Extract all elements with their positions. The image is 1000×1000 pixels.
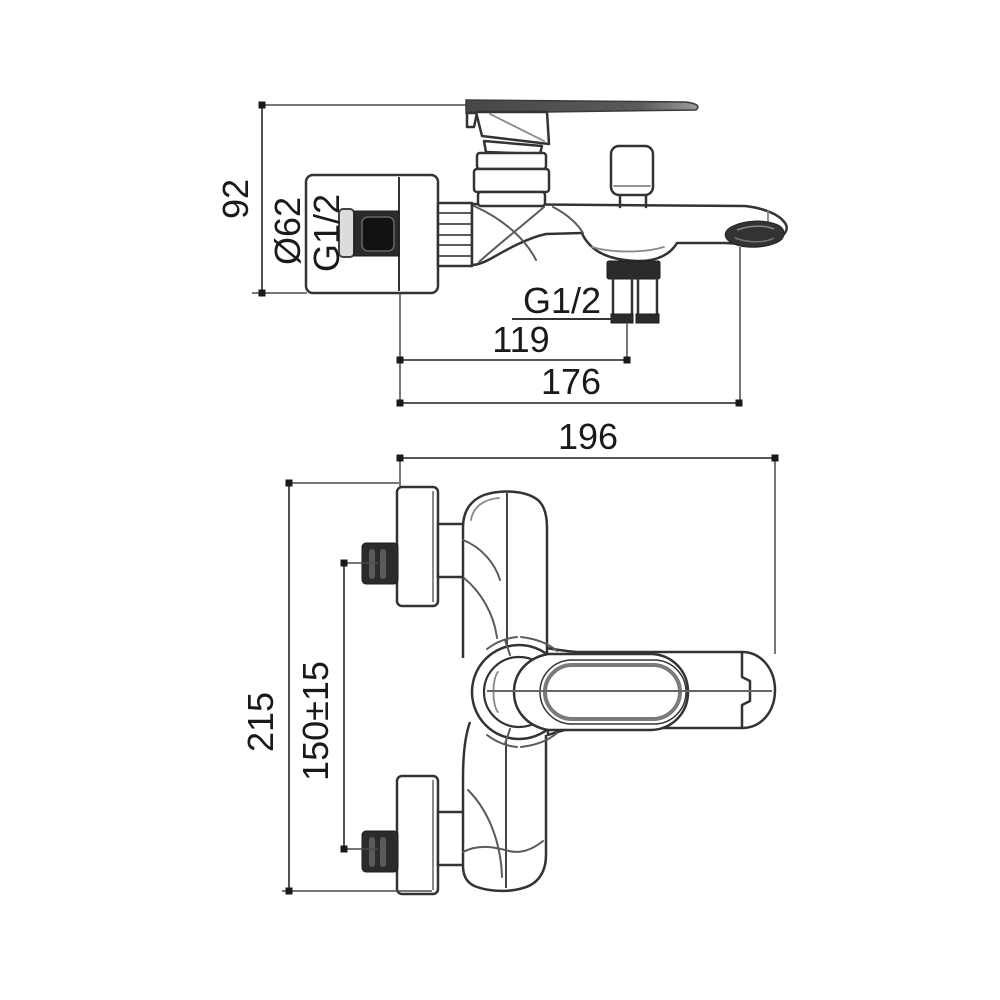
shower-outlet	[606, 260, 661, 324]
diverter-knob	[609, 144, 655, 209]
knurled-nut-bottom	[361, 830, 399, 873]
dim-150-label: 150±15	[295, 661, 336, 781]
dim-215-label: 215	[240, 692, 281, 752]
cartridge-collar-band	[472, 167, 551, 194]
nipple-bottom-plan	[436, 810, 466, 867]
thread-label-inlet: G1/2	[306, 194, 347, 272]
body-shading-curve	[473, 205, 537, 261]
hub-spoke	[504, 639, 511, 656]
supply-connector-side	[338, 208, 400, 258]
side-view-dimensions: 92 Ø62 G1/2 G1/2 119 176	[215, 101, 743, 407]
body-tube-lower	[461, 721, 548, 893]
dim-176-label: 176	[541, 361, 601, 402]
cartridge-collar-base	[476, 190, 547, 208]
hub-spoke	[504, 728, 511, 745]
body-shading-curve	[478, 206, 545, 263]
threaded-nipple-side	[436, 201, 474, 268]
handle-neck	[474, 110, 551, 146]
spout-aerator	[724, 220, 785, 248]
dim-diameter-label: Ø62	[267, 197, 308, 265]
plan-view-dimensions: 196 215 150±15	[240, 416, 779, 895]
lever-blade	[465, 99, 699, 114]
nipple-top-plan	[436, 522, 466, 579]
handle-neck-edge	[489, 113, 545, 142]
thread-label-outlet: G1/2	[523, 280, 601, 321]
wall-plate-bottom	[395, 774, 440, 896]
outlet-bulge-curve	[591, 246, 665, 253]
dim-196-label: 196	[558, 416, 618, 457]
dim-92-label: 92	[215, 179, 256, 219]
lever-end-hook	[465, 111, 479, 129]
dim-119-label: 119	[492, 319, 549, 360]
body-tube-upper	[461, 490, 549, 658]
spout-shoulder-curve	[552, 206, 584, 234]
wall-plate-top	[395, 485, 440, 608]
side-view-drawing: 92 Ø62 G1/2 G1/2 119 176	[215, 99, 788, 407]
plan-view-drawing: 196 215 150±15	[240, 416, 779, 896]
cartridge-collar-ring	[475, 151, 548, 171]
handle-lever-side	[465, 99, 699, 208]
